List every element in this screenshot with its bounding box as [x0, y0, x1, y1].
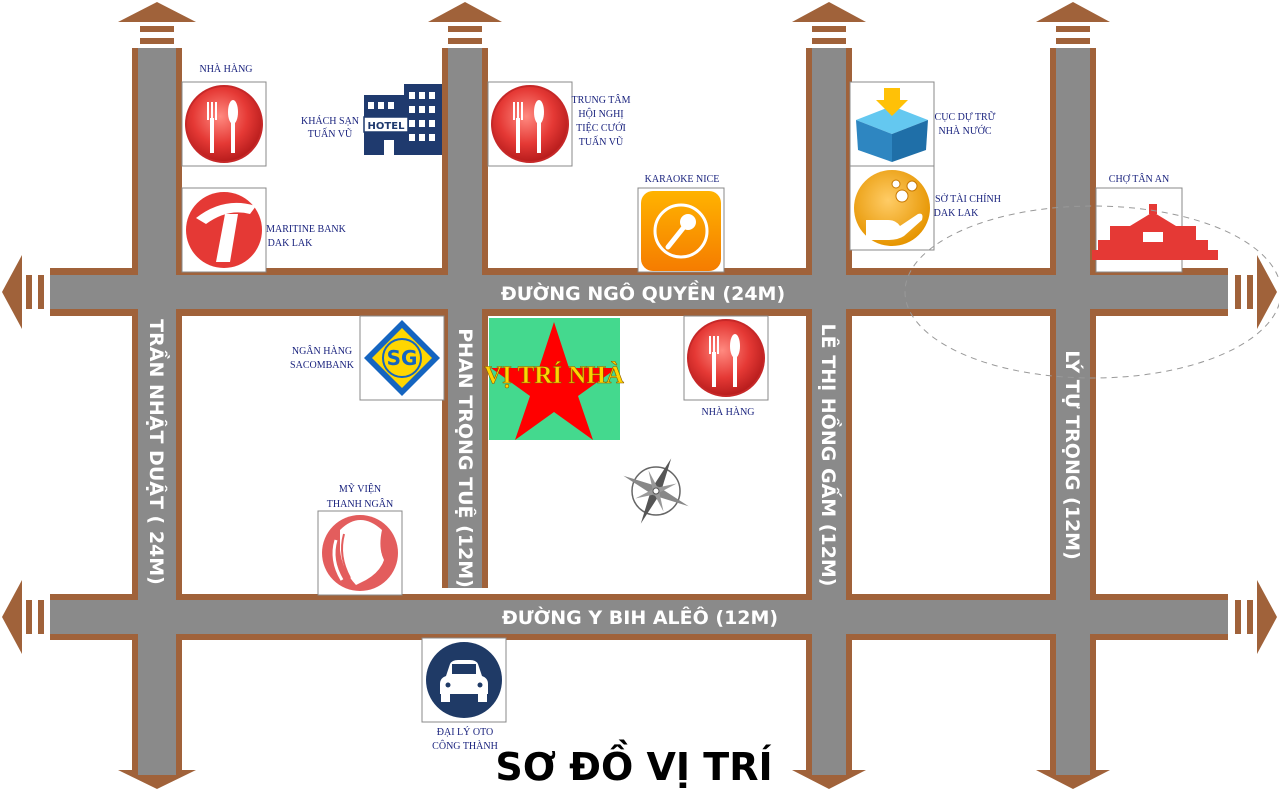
poi-label: NHÀ HÀNG — [701, 406, 754, 418]
national-reserve[interactable]: CỤC DỰ TRỮ NHÀ NƯỚC — [849, 81, 996, 167]
hotel-sign: HOTEL — [368, 121, 406, 132]
map-title: SƠ ĐỒ VỊ TRÍ — [495, 740, 772, 789]
fork-knife-spoon-icon — [687, 319, 765, 397]
market[interactable]: CHỢ TÂN AN — [904, 173, 1279, 379]
poi-label: TUẤN VŨ — [308, 127, 353, 140]
compass-rose-icon — [623, 458, 689, 524]
coins-hand-icon — [854, 170, 930, 246]
woman-face-icon — [322, 515, 398, 591]
bank-logo-icon — [186, 192, 262, 268]
poi-label: THANH NGÂN — [327, 498, 393, 510]
poi-label: DAK LAK — [268, 238, 313, 249]
poi-label: NHÀ HÀNG — [199, 63, 252, 75]
finance-department[interactable]: SỞ TÀI CHÍNH DAK LAK — [849, 165, 1001, 251]
poi-label: ĐẠI LÝ OTO — [437, 726, 493, 738]
poi-label: NGÂN HÀNG — [292, 345, 352, 357]
road-label-ngo-quyen: ĐƯỜNG NGÔ QUYỀN (24M) — [501, 279, 785, 305]
poi-label: CHỢ TÂN AN — [1109, 173, 1169, 185]
poi-label: HỘI NGHỊ — [578, 108, 623, 120]
hotel-building-icon — [363, 84, 442, 155]
microphone-icon — [641, 191, 721, 271]
sacombank-logo-text: SG — [387, 346, 418, 370]
poi-label: TUẤN VŨ — [579, 135, 624, 148]
market-area-outline — [904, 205, 1279, 379]
beauty-salon[interactable]: MỸ VIỆN THANH NGÂN — [317, 483, 403, 596]
restaurant-2[interactable]: NHÀ HÀNG — [683, 315, 769, 418]
poi-label: KARAOKE NICE — [645, 174, 720, 185]
bank-logo-icon — [364, 320, 440, 396]
hotel[interactable]: HOTEL KHÁCH SẠN TUẤN VŨ — [301, 84, 442, 155]
fork-knife-spoon-icon — [185, 85, 263, 163]
road-label-le-thi-hong-gam: LÊ THỊ HỒNG GẤM (12M) — [817, 324, 843, 587]
road-label-y-bih-aleo: ĐƯỜNG Y BIH ALÊÔ (12M) — [502, 605, 778, 629]
road-label-ly-tu-trong: LÝ TỰ TRỌNG (12M) — [1061, 350, 1085, 560]
karaoke[interactable]: KARAOKE NICE — [637, 174, 725, 273]
poi-label: CÔNG THÀNH — [432, 740, 498, 752]
property-marker[interactable]: VỊ TRÍ NHÀ — [484, 318, 624, 440]
poi-label: SACOMBANK — [290, 360, 355, 371]
poi-label: NHÀ NƯỚC — [938, 125, 991, 137]
poi-label: DAK LAK — [934, 208, 979, 219]
poi-label: MARITINE BANK — [266, 224, 346, 235]
property-label: VỊ TRÍ NHÀ — [484, 361, 624, 389]
poi-label: MỸ VIỆN — [339, 483, 381, 495]
poi-label: KHÁCH SẠN — [301, 115, 359, 127]
market-gate-icon — [1092, 204, 1218, 260]
sacombank[interactable]: SG NGÂN HÀNG SACOMBANK — [290, 315, 445, 401]
car-dealership[interactable]: ĐẠI LÝ OTO CÔNG THÀNH — [421, 637, 507, 752]
road-label-tran-nhat-duat: TRẦN NHẬT DUẬT ( 24M) — [145, 319, 171, 585]
fork-knife-spoon-icon — [491, 85, 569, 163]
poi-label: SỞ TÀI CHÍNH — [935, 193, 1001, 205]
poi-label: TRUNG TÂM — [572, 94, 631, 106]
conference-center[interactable]: TRUNG TÂM HỘI NGHỊ TIỆC CƯỚI TUẤN VŨ — [487, 81, 631, 167]
restaurant-1[interactable]: NHÀ HÀNG — [181, 63, 267, 167]
poi-label: TIỆC CƯỚI — [576, 122, 626, 134]
star-icon — [491, 322, 617, 440]
storage-box-icon — [856, 88, 928, 162]
car-icon — [426, 642, 502, 718]
maritime-bank[interactable]: MARITINE BANK DAK LAK — [181, 187, 347, 273]
poi-label: CỤC DỰ TRỮ — [935, 111, 996, 123]
road-label-phan-trong-tue: PHAN TRỌNG TUỆ (12M) — [454, 328, 478, 588]
